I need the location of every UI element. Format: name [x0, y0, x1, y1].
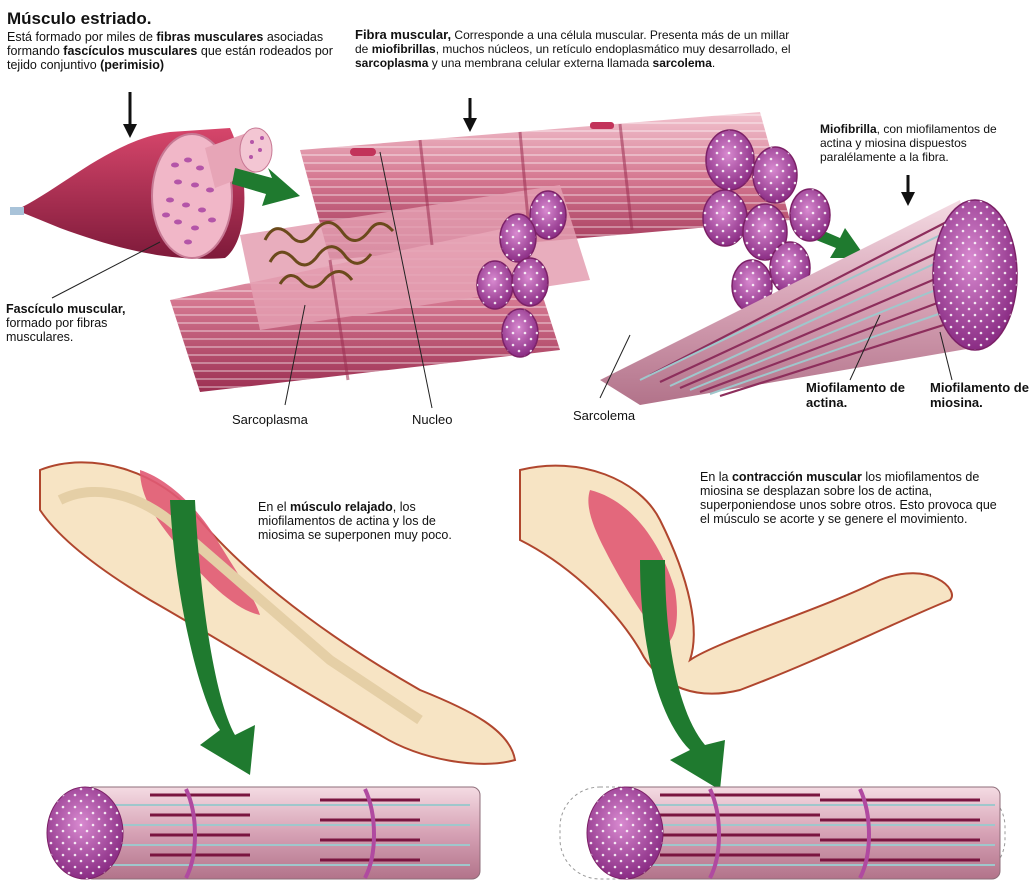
diagram-title: Músculo estriado. [7, 9, 152, 29]
fasciculo-text: Fascículo muscular, formado por fibras m… [6, 302, 166, 344]
intro-bold: (perimisio) [100, 58, 164, 72]
relajado-part: En el [258, 500, 290, 514]
label-miosina: Miofilamento de miosina. [930, 380, 1030, 410]
fibra-text: Fibra muscular, Corresponde a una célula… [355, 28, 795, 70]
label-nucleo: Nucleo [412, 412, 452, 427]
whole-muscle [10, 128, 272, 259]
fibra-bold: Fibra muscular, [355, 27, 451, 42]
label-actina: Miofilamento de actina. [806, 380, 916, 410]
contracted-sarcomere [560, 787, 1005, 879]
miofibrilla-text: Miofibrilla, con miofilamentos de actina… [820, 122, 1025, 164]
fibra-part: , muchos núcleos, un retículo endoplasmá… [436, 42, 791, 56]
fibra-part: y una membrana celular externa llamada [428, 56, 652, 70]
fasciculo-part: formado por fibras musculares. [6, 316, 107, 344]
contraccion-part: En la [700, 470, 732, 484]
fasciculo-bold: Fascículo muscular, [6, 302, 126, 316]
relajado-text: En el músculo relajado, los miofilamento… [258, 500, 463, 542]
relaxed-sarcomere [47, 787, 480, 879]
contraccion-bold: contracción muscular [732, 470, 862, 484]
intro-text: Está formado por miles de fibras muscula… [7, 30, 337, 72]
miofibrilla-bold: Miofibrilla [820, 122, 877, 136]
intro-bold: fascículos musculares [63, 44, 197, 58]
contraccion-text: En la contracción muscular los miofilame… [700, 470, 1000, 526]
fibra-bold: sarcoplasma [355, 56, 428, 70]
label-sarcolema: Sarcolema [573, 408, 635, 423]
fibra-part: . [712, 56, 715, 70]
intro-bold: fibras musculares [156, 30, 263, 44]
fibra-bold: miofibrillas [372, 42, 436, 56]
relajado-bold: músculo relajado [290, 500, 393, 514]
intro-part: Está formado por miles de [7, 30, 156, 44]
fibra-bold: sarcolema [653, 56, 712, 70]
label-sarcoplasma: Sarcoplasma [232, 412, 308, 427]
